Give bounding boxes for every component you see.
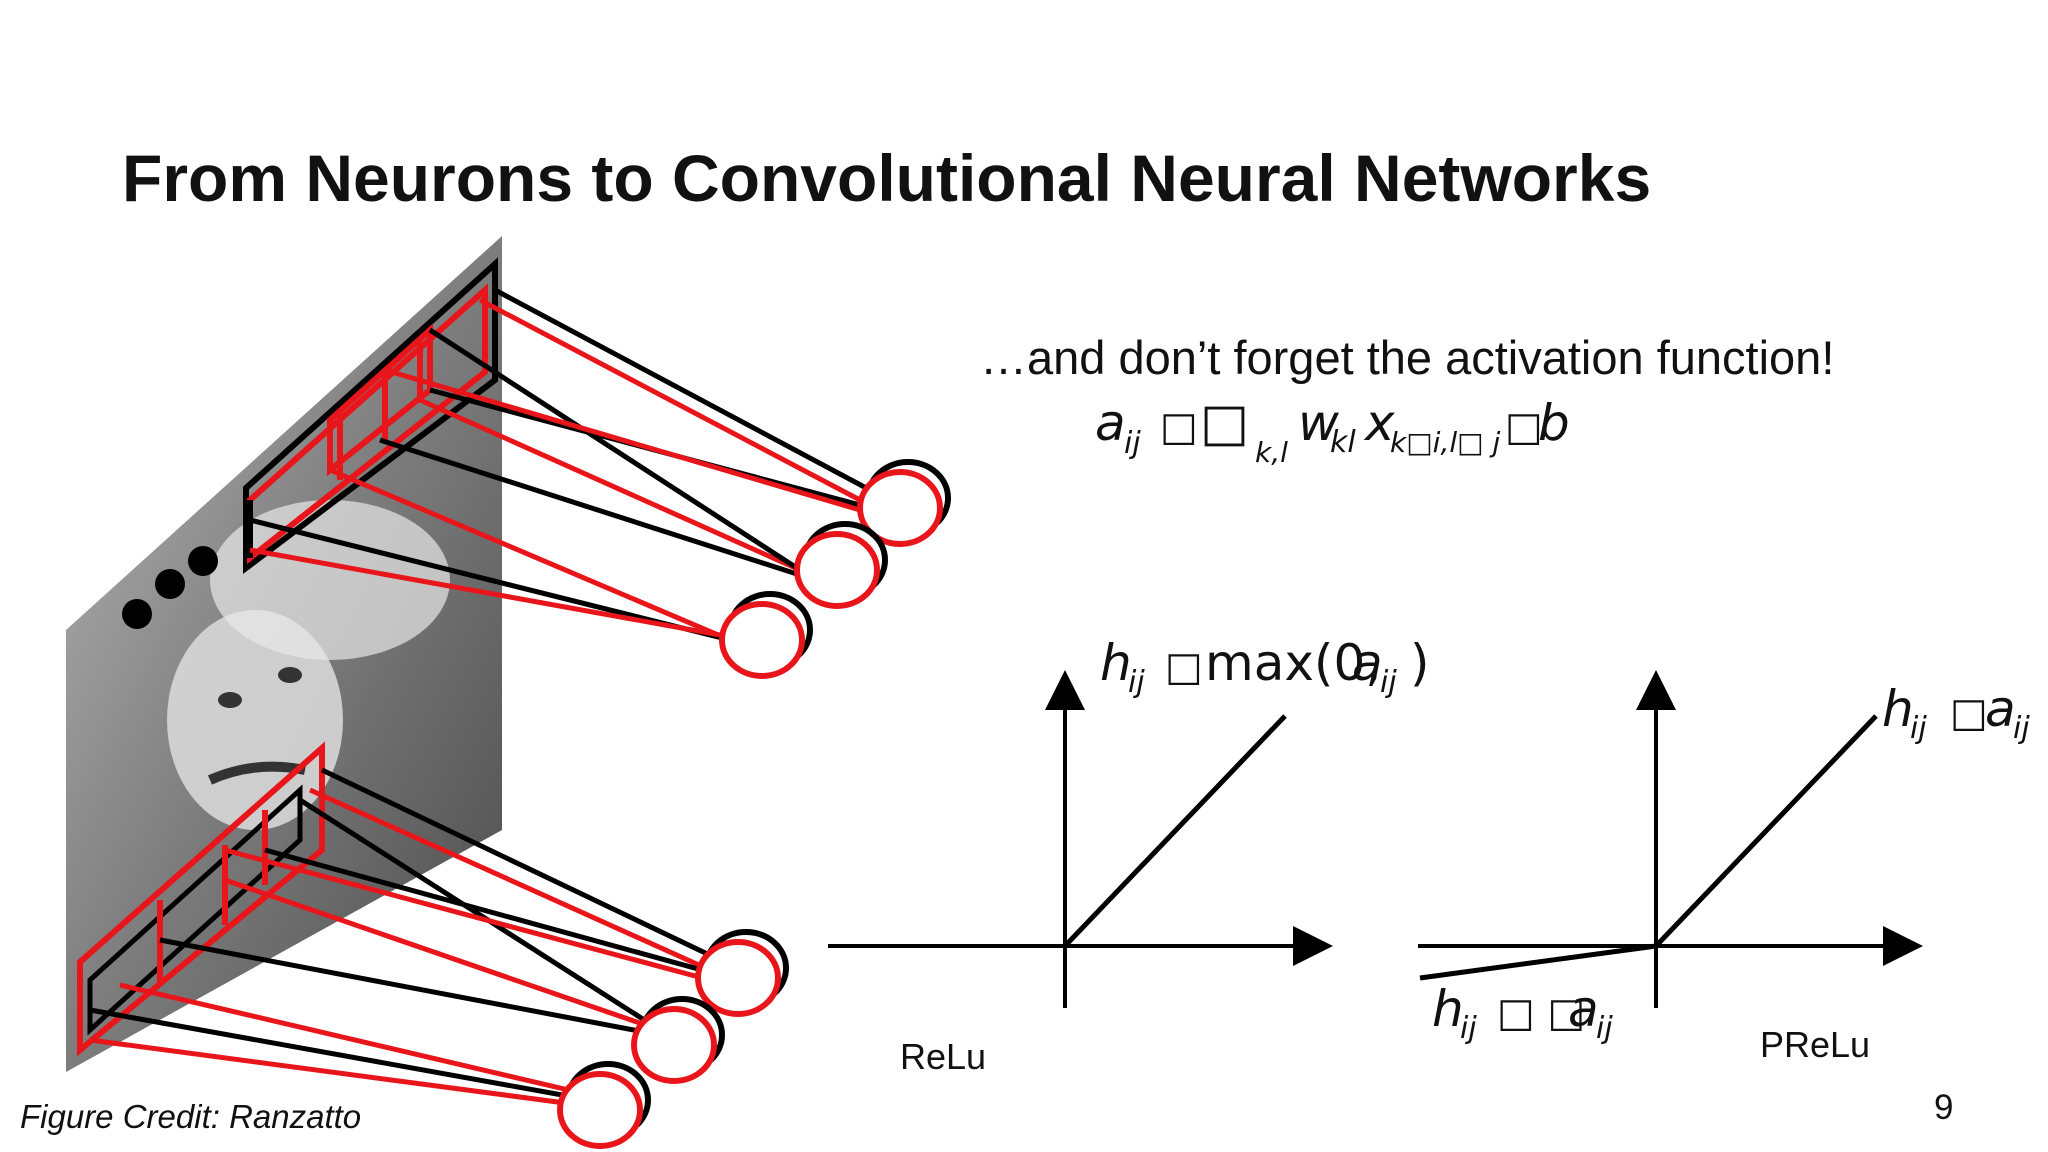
eq-x-sub: k□i,l□ j: [1390, 426, 1500, 459]
prelu-pos-a: a: [1985, 680, 2016, 738]
prelu-neg-a-sub: ij: [1596, 1011, 1613, 1046]
slide-title: From Neurons to Convolutional Neural Net…: [122, 141, 1652, 215]
eq-sum-box: □: [1200, 393, 1249, 453]
relu-a-sub: ij: [1380, 665, 1397, 700]
prelu-plot: [1418, 670, 1923, 1008]
upper-neurons: [719, 459, 951, 679]
lower-neurons: [557, 929, 789, 1149]
relu-equation: h ij □ max(0, a ij ): [1100, 634, 1430, 700]
prelu-label: PReLu: [1760, 1024, 1871, 1065]
eq-a-sub: ij: [1124, 426, 1141, 461]
input-image-plane: [66, 236, 502, 1072]
prelu-neg-h-sub: ij: [1460, 1011, 1477, 1046]
lower-connections: [89, 767, 722, 1108]
eq-box1: □: [1160, 404, 1198, 450]
eq-w: w: [1298, 394, 1339, 452]
page-number: 9: [1934, 1088, 1954, 1127]
ellipsis-dots-icon: [122, 546, 218, 629]
relu-close: ): [1410, 634, 1430, 692]
relu-label: ReLu: [900, 1036, 987, 1077]
relu-plot: [828, 670, 1333, 1008]
eq-b: b: [1538, 394, 1570, 452]
prelu-neg-box: □ □: [1497, 990, 1585, 1036]
slide-subtitle: …and don’t forget the activation functio…: [980, 331, 1835, 384]
eq-box3: □: [1505, 404, 1543, 450]
prelu-pos-box: □: [1950, 690, 1988, 736]
figure-credit: Figure Credit: Ranzatto: [20, 1098, 362, 1135]
eq-x: x: [1363, 394, 1395, 452]
prelu-pos-a-sub: ij: [2013, 711, 2030, 746]
prelu-neg-a: a: [1568, 980, 1599, 1038]
eq-a: a: [1095, 394, 1126, 452]
prelu-negative-equation: h ij □ □ a ij: [1432, 980, 1613, 1046]
relu-h-sub: ij: [1128, 665, 1145, 700]
prelu-pos-h-sub: ij: [1910, 711, 1927, 746]
prelu-neg-h: h: [1432, 980, 1464, 1038]
prelu-positive-equation: h ij □ a ij: [1882, 680, 2030, 746]
activation-equation: a ij □ □ k,l w kl x k□i,l□ j □ b: [1095, 393, 1570, 469]
eq-w-sub: kl: [1330, 425, 1356, 460]
relu-box: □: [1165, 644, 1203, 690]
upper-connections: [249, 287, 872, 643]
eq-sum-sub: k,l: [1255, 436, 1288, 469]
relu-max: max(0,: [1205, 634, 1381, 692]
relu-a: a: [1352, 634, 1383, 692]
prelu-pos-h: h: [1882, 680, 1914, 738]
relu-h: h: [1100, 634, 1132, 692]
